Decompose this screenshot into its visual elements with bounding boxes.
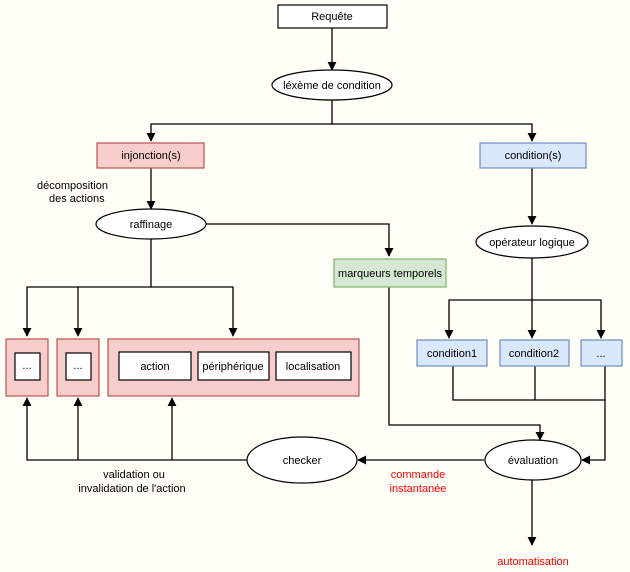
ellipsis-1-label: ...: [22, 360, 31, 372]
edge-raffinage-ellipsis1: [22, 239, 152, 337]
node-localisation: localisation: [275, 351, 352, 381]
conditions-label: condition(s): [505, 150, 562, 162]
validation-line1: validation ou: [103, 469, 165, 481]
node-condition1: condition1: [416, 339, 488, 367]
condition-more-label: ...: [596, 348, 605, 360]
validation-line2: invalidation de l'action: [78, 483, 185, 495]
peripherique-label: périphérique: [202, 361, 263, 373]
node-conditions: condition(s): [479, 142, 587, 169]
commande-line1: commande: [391, 469, 445, 481]
node-action: action: [118, 351, 192, 381]
condition1-label: condition1: [427, 348, 477, 360]
node-checker: checker: [246, 436, 358, 484]
node-injonctions: injonction(s): [96, 142, 205, 169]
edge-operateur-condition1: [444, 258, 533, 339]
injonctions-label: injonction(s): [121, 150, 180, 162]
edge-operateur-conditionmore: [532, 299, 606, 339]
edge-lexeme-injonctions: [146, 100, 333, 142]
localisation-label: localisation: [286, 361, 340, 373]
condition2-label: condition2: [509, 348, 559, 360]
evaluation-label: évaluation: [508, 455, 558, 467]
edges: [22, 28, 606, 546]
edge-marqueurs-evaluation: [388, 287, 545, 441]
node-requete: Requête: [277, 4, 388, 29]
validation-annotation: validation ou invalidation de l'action: [78, 469, 185, 495]
marqueurs-label: marqueurs temporels: [338, 268, 442, 280]
action-label: action: [140, 361, 169, 373]
decomposition-line2: des actions: [49, 193, 105, 205]
raffinage-label: raffinage: [130, 219, 173, 231]
edge-lexeme-conditions: [332, 123, 537, 142]
node-marqueurs: marqueurs temporels: [333, 258, 447, 288]
node-raffinage: raffinage: [95, 208, 207, 240]
node-lexeme: léxème de condition: [271, 69, 393, 101]
checker-label: checker: [283, 455, 322, 467]
edge-raffinage-actiongroup: [151, 286, 238, 337]
edge-condition1-merge: [452, 366, 605, 401]
requete-label: Requête: [311, 11, 353, 23]
ellipsis-2-label: ...: [73, 360, 82, 372]
lexeme-label: léxème de condition: [283, 80, 381, 92]
edge-conditions-evaluation: [581, 366, 606, 465]
node-ellipsis-group-2: ...: [56, 338, 100, 397]
node-ellipsis-group-1: ...: [5, 338, 49, 397]
automatisation-label: automatisation: [497, 556, 569, 568]
node-action-group: action périphérique localisation: [107, 338, 360, 397]
node-evaluation: évaluation: [484, 439, 582, 481]
commande-line2: instantanée: [390, 483, 447, 495]
operateur-label: opérateur logique: [489, 237, 575, 249]
edge-raffinage-marqueurs: [206, 223, 394, 257]
decomposition-annotation: décomposition des actions: [37, 180, 108, 205]
node-condition-more: ...: [580, 339, 623, 367]
node-condition2: condition2: [499, 339, 570, 367]
commande-annotation: commande instantanée: [390, 469, 447, 495]
decomposition-line1: décomposition: [37, 180, 108, 192]
edge-checker-ellipsis1: [22, 397, 247, 461]
node-peripherique: périphérique: [197, 351, 270, 381]
node-operateur: opérateur logique: [475, 225, 589, 259]
